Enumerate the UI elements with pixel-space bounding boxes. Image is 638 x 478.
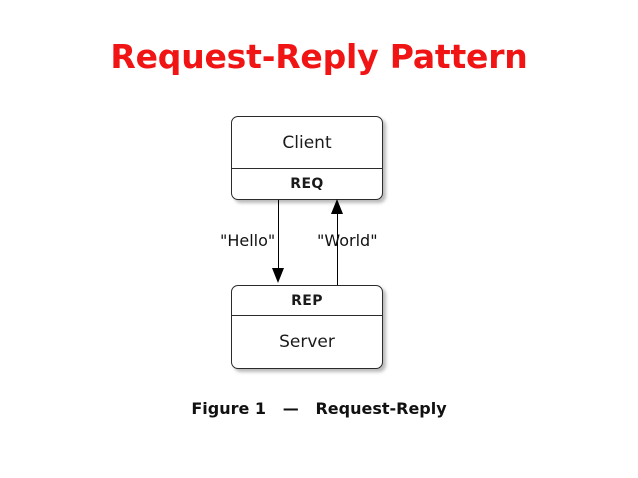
client-socket-req: REQ [290, 176, 324, 192]
page-title: Request-Reply Pattern [110, 37, 528, 76]
figure-caption: Figure 1 — Request-Reply [191, 399, 447, 418]
reply-arrow-label: "World" [317, 231, 378, 250]
arrow-down-icon [272, 268, 284, 283]
server-node-label: Server [279, 332, 335, 352]
reply-arrow-line [337, 212, 338, 285]
request-arrow-label: "Hello" [220, 231, 276, 250]
server-node: REP Server [231, 285, 383, 369]
client-node-label: Client [232, 117, 382, 169]
client-node: Client REQ [231, 116, 383, 200]
request-arrow-line [278, 200, 279, 272]
server-socket-rep: REP [232, 286, 382, 316]
arrow-up-icon [331, 199, 343, 214]
